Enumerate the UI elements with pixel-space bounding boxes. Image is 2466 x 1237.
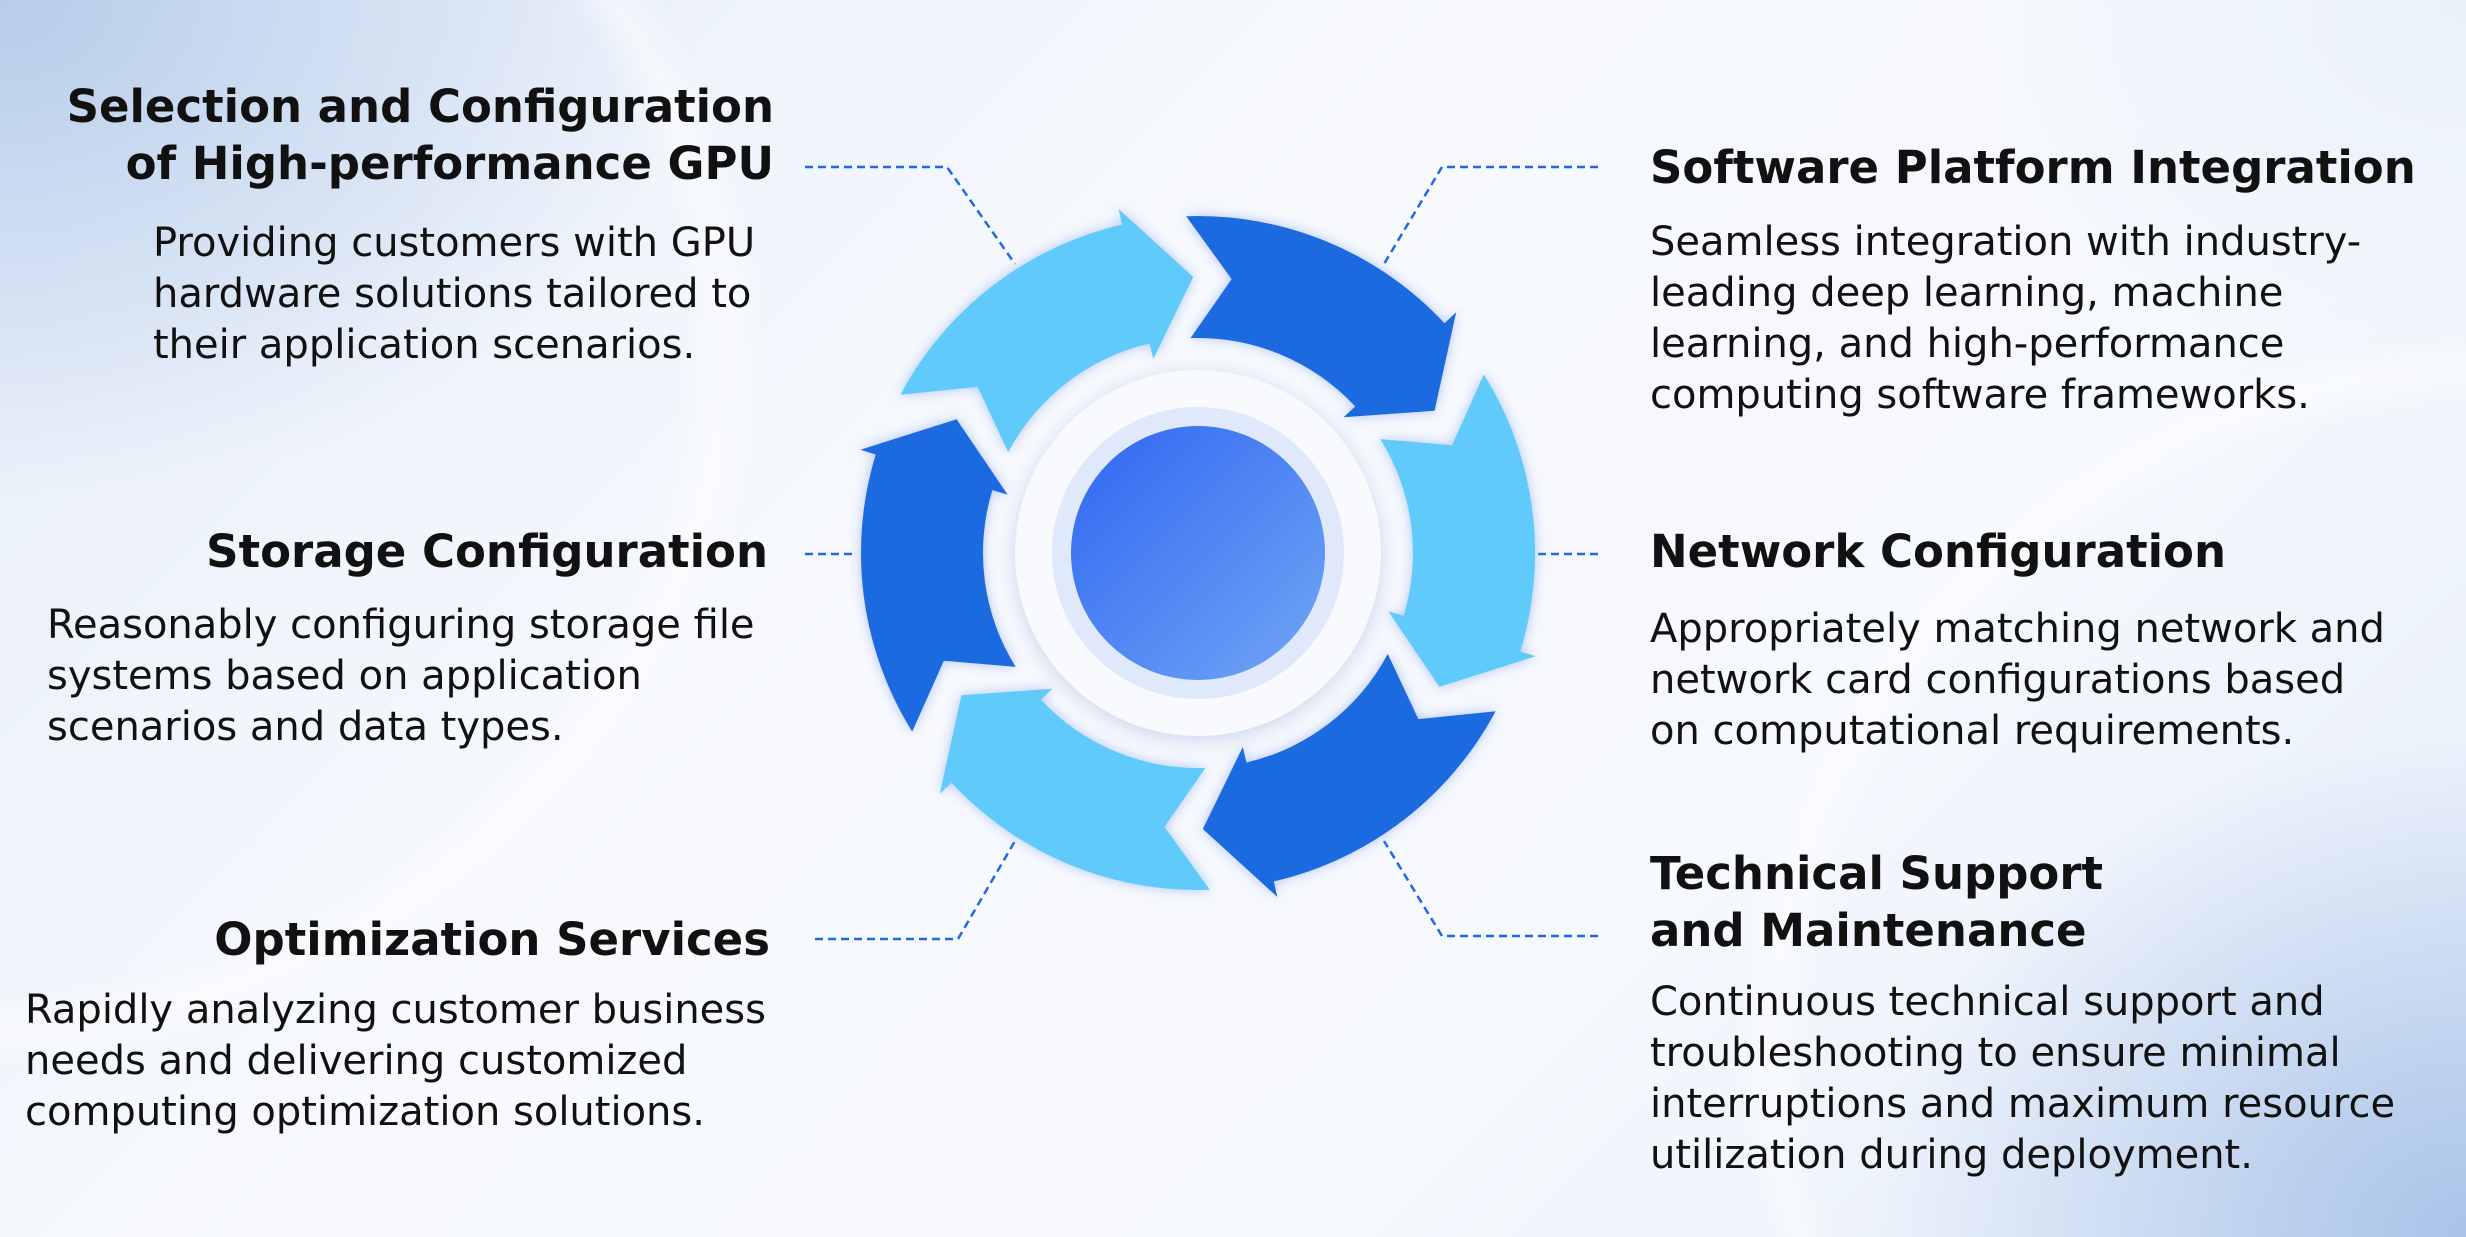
connector-gpu	[805, 165, 1017, 265]
item-storage: Storage Configuration	[206, 523, 768, 580]
item-title: and Maintenance	[1650, 904, 2087, 957]
item-title: Technical Support	[1650, 847, 2104, 900]
item-title: Software Platform Integration	[1650, 141, 2416, 194]
desc-line: troubleshooting to ensure minimal	[1650, 1030, 2341, 1076]
item-title: Storage Configuration	[206, 525, 768, 578]
desc-line: leading deep learning, machine	[1650, 270, 2284, 316]
desc-line: Continuous technical support and	[1650, 979, 2325, 1025]
item-optimization-desc: Rapidly analyzing customer business need…	[25, 985, 766, 1138]
cycle-arrow-5	[860, 419, 1016, 732]
cycle-arrow-4	[939, 688, 1210, 891]
item-title: Selection and Configuration	[66, 80, 774, 133]
cycle-arrow-1	[1186, 215, 1457, 418]
cycle-arrow-2	[1380, 374, 1536, 687]
item-support: Technical Support and Maintenance Contin…	[1650, 845, 2395, 1181]
desc-line: learning, and high-performance	[1650, 321, 2285, 367]
item-network: Network Configuration Appropriately matc…	[1650, 523, 2385, 757]
desc-line: computing optimization solutions.	[25, 1089, 705, 1135]
desc-line: interruptions and maximum resource	[1650, 1081, 2396, 1127]
desc-line: scenarios and data types.	[47, 704, 564, 750]
desc-line: Reasonably configuring storage file	[47, 602, 755, 648]
connector-software	[1382, 165, 1598, 265]
desc-line: utilization during deployment.	[1650, 1132, 2253, 1178]
item-gpu-desc: Providing customers with GPU hardware so…	[153, 218, 755, 371]
cycle-arrow-6	[900, 209, 1194, 453]
desc-line: Seamless integration with industry-	[1650, 219, 2362, 265]
desc-line: computing software frameworks.	[1650, 372, 2310, 418]
desc-line: Rapidly analyzing customer business	[25, 987, 766, 1033]
desc-line: hardware solutions tailored to	[153, 271, 752, 317]
center-circle	[1071, 426, 1325, 680]
item-title: Optimization Services	[214, 913, 770, 966]
item-software: Software Platform Integration Seamless i…	[1650, 139, 2416, 421]
item-optimization: Optimization Services	[214, 911, 770, 968]
desc-line: Providing customers with GPU	[153, 220, 756, 266]
desc-line: needs and delivering customized	[25, 1038, 688, 1084]
connector-optimization	[815, 840, 1017, 941]
desc-line: Appropriately matching network and	[1650, 606, 2385, 652]
item-title: Network Configuration	[1650, 525, 2226, 578]
desc-line: network card configurations based	[1650, 657, 2346, 703]
item-storage-desc: Reasonably configuring storage file syst…	[47, 600, 755, 753]
item-title: of High-performance GPU	[125, 137, 774, 190]
cycle-arrow-3	[1202, 653, 1496, 897]
desc-line: systems based on application	[47, 653, 642, 699]
desc-line: on computational requirements.	[1650, 708, 2295, 754]
desc-line: their application scenarios.	[153, 322, 696, 368]
item-gpu: Selection and Configuration of High-perf…	[67, 78, 774, 192]
connector-support	[1382, 840, 1598, 938]
